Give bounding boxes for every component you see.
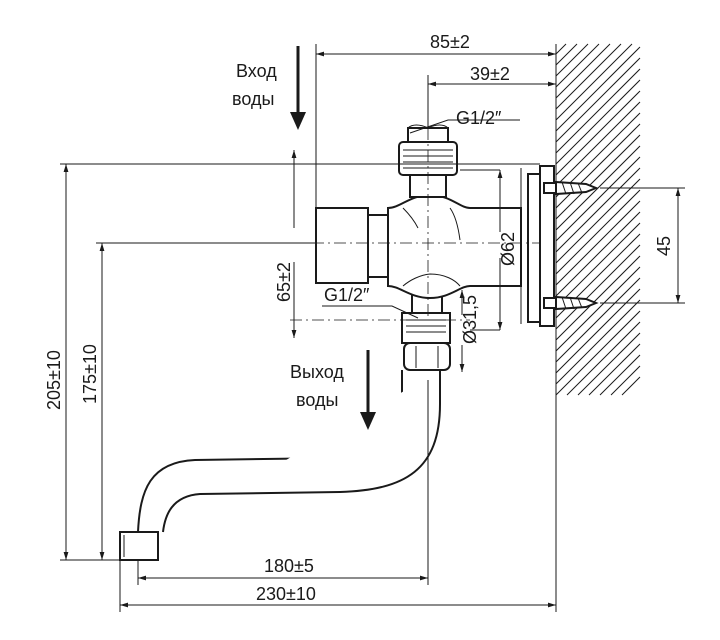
- dimension-lines: [63, 51, 681, 608]
- wall-hatch-line: [621, 376, 641, 396]
- wall-hatch-line: [555, 255, 641, 341]
- wall-hatch-line: [555, 299, 641, 385]
- wall-hatch-line: [555, 43, 600, 88]
- wall-anchor-top: [543, 180, 599, 196]
- dim-top-width: 85±2: [430, 32, 470, 52]
- wall-hatch-line: [555, 43, 622, 110]
- wall-hatch-line: [555, 90, 641, 176]
- dim-total-reach: 230±10: [256, 584, 316, 604]
- wall-hatch-line: [555, 156, 641, 242]
- dim-inlet-to-outlet: 65±2: [274, 262, 294, 302]
- wall-hatch-line: [555, 244, 641, 330]
- mounting-plate: [520, 165, 555, 327]
- wall-hatch-line: [555, 222, 641, 308]
- flow-arrow-in: [290, 46, 306, 130]
- wall-hatch-line: [555, 211, 641, 297]
- dim-body-diameter: Ø62: [498, 232, 518, 266]
- wall-hatch-line: [555, 43, 633, 121]
- valve-body: [315, 193, 522, 300]
- wall-hatch-line: [555, 43, 611, 99]
- water-out-label-line2: воды: [296, 390, 338, 410]
- wall-hatch-line: [555, 134, 641, 220]
- water-out-label-line1: Выход: [290, 362, 344, 382]
- spout-pipe: [119, 370, 441, 561]
- dim-spout-height: 175±10: [80, 344, 100, 404]
- flow-arrow-out: [360, 350, 376, 430]
- wall-hatch-line: [599, 354, 641, 396]
- dim-mount-spacing: 45: [654, 236, 674, 256]
- wall-hatch-line: [555, 310, 641, 396]
- wall-hatch-line: [588, 343, 641, 396]
- wall-hatch-line: [577, 332, 641, 396]
- thread-bottom-label: G1/2″: [324, 285, 370, 305]
- thread-top-label: G1/2″: [456, 108, 502, 128]
- wall: [555, 43, 641, 396]
- dim-outlet-diameter: Ø31,5: [460, 295, 480, 344]
- dim-wall-offset: 39±2: [470, 64, 510, 84]
- wall-anchor-bottom: [543, 295, 599, 311]
- wall-hatch-line: [555, 43, 567, 55]
- wall-hatch-line: [555, 79, 641, 165]
- wall-hatch-line: [566, 321, 641, 396]
- wall-hatch-line: [555, 43, 578, 66]
- wall-hatch-line: [555, 68, 641, 154]
- wall-hatch-line: [555, 266, 641, 352]
- wall-hatch-line: [555, 277, 641, 363]
- wall-hatch-line: [555, 43, 589, 77]
- wall-hatch-line: [555, 167, 641, 253]
- wall-hatch-line: [555, 178, 641, 264]
- wall-hatch-line: [610, 365, 641, 396]
- wall-hatch-line: [555, 101, 641, 187]
- wall-hatch-line: [555, 123, 641, 209]
- water-in-label-line2: воды: [232, 89, 274, 109]
- water-in-label-line1: Вход: [236, 61, 277, 81]
- wall-hatch-line: [555, 200, 641, 286]
- dim-total-height: 205±10: [44, 350, 64, 410]
- wall-hatch-line: [555, 46, 641, 132]
- wall-hatch-line: [555, 57, 641, 143]
- dim-spout-reach: 180±5: [264, 556, 314, 576]
- wall-hatch-line: [555, 189, 641, 275]
